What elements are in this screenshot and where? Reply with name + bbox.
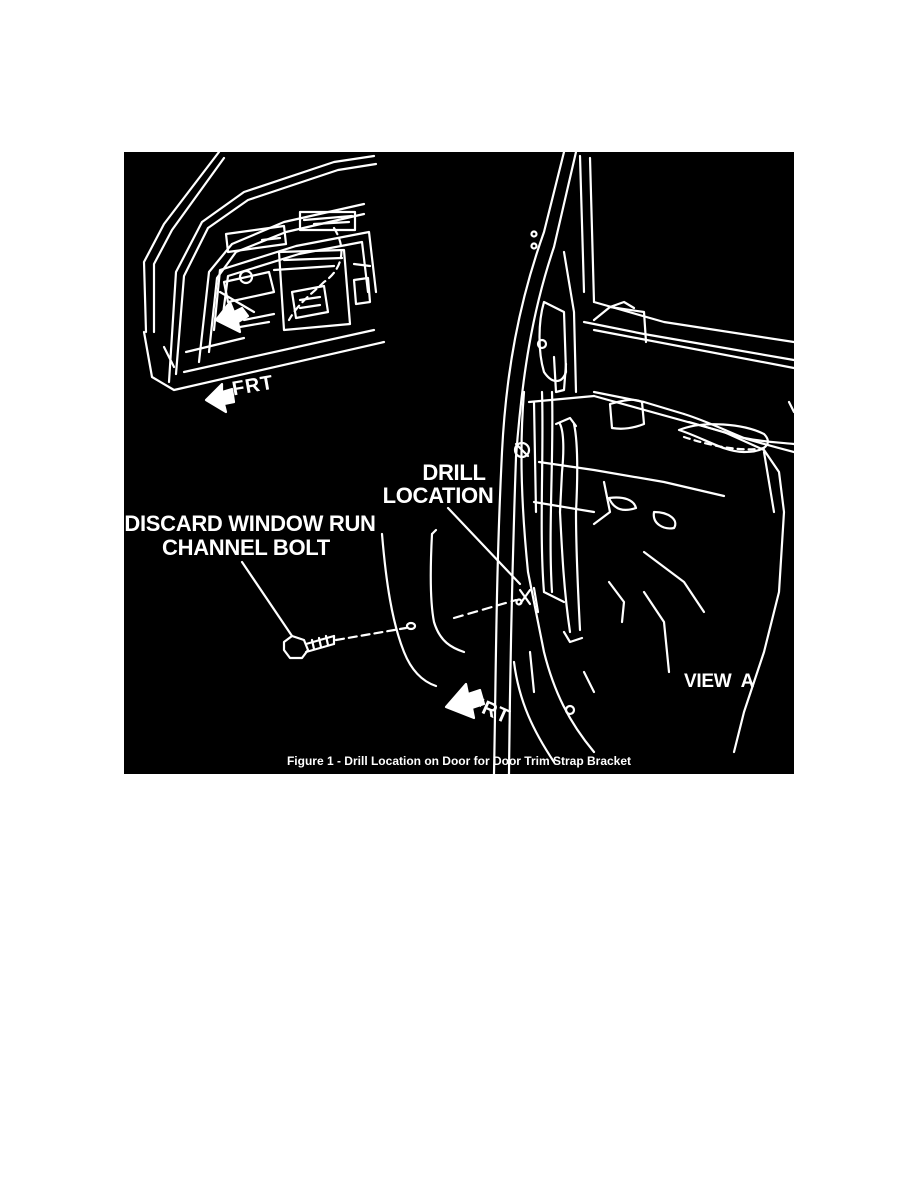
discard-bolt-label-line1: DISCARD WINDOW RUN [124, 511, 376, 536]
door-edge-outline [380, 528, 466, 688]
bolt-dash-line [334, 626, 408, 642]
frt-upper-arrow-icon [204, 382, 236, 414]
washer-icon [405, 621, 417, 631]
door-line-drawing [142, 152, 794, 774]
drill-dash-line [452, 598, 518, 620]
drill-location-label-line1: DRILL [422, 460, 486, 485]
inset-pointer-arrow [214, 300, 250, 334]
drill-location-leader [446, 506, 522, 586]
drill-location-label-line2: LOCATION [382, 483, 494, 508]
view-a-label: VIEW A [684, 671, 755, 692]
discard-bolt-label-line2: CHANNEL BOLT [162, 535, 330, 560]
bolt-leader [240, 560, 294, 638]
channel-bolt-icon [282, 634, 336, 660]
inset-door-view [142, 152, 386, 392]
figure-caption: Figure 1 - Drill Location on Door for Do… [286, 754, 632, 768]
figure-panel: FRT DRILL LOCATION DISCARD WINDOW RUN CH… [124, 152, 794, 774]
view-a-door-frame [492, 152, 794, 774]
frt-lower-arrow-icon [444, 682, 486, 720]
